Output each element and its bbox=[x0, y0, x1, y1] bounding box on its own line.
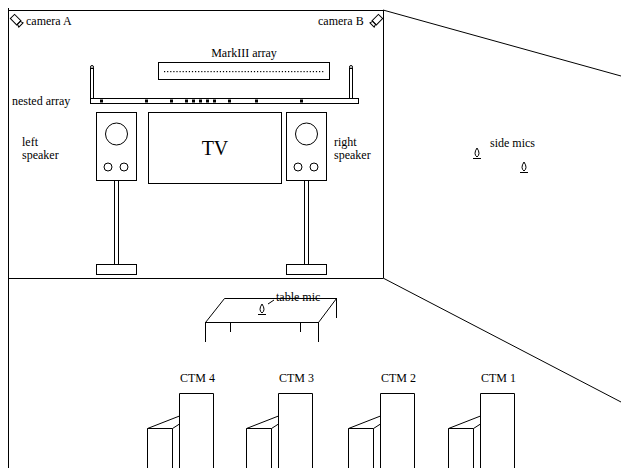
mic-dot bbox=[189, 71, 190, 72]
mic-dot bbox=[186, 71, 187, 72]
mic-dot bbox=[273, 71, 274, 72]
tv-label: TV bbox=[149, 137, 281, 159]
mic-dot bbox=[176, 71, 177, 72]
mic-dot bbox=[198, 71, 199, 72]
mic-dot bbox=[279, 71, 280, 72]
mic-dot bbox=[238, 71, 239, 72]
mic-label: table mic bbox=[276, 291, 320, 304]
mic-dot bbox=[204, 71, 205, 72]
mic-dot bbox=[297, 71, 298, 72]
mic-dot bbox=[300, 100, 303, 103]
mic-dot bbox=[254, 71, 255, 72]
mic-dot bbox=[173, 71, 174, 72]
speaker-label: right speaker bbox=[334, 136, 384, 162]
chair bbox=[247, 394, 313, 468]
chair bbox=[449, 394, 515, 468]
mic-dot bbox=[206, 100, 209, 103]
array-box: MarkIII array bbox=[158, 62, 330, 80]
mic-dot bbox=[294, 71, 295, 72]
mic-dot bbox=[263, 71, 264, 72]
mic-dot bbox=[185, 100, 188, 103]
mic-dot bbox=[192, 71, 193, 72]
mic-dot bbox=[229, 71, 230, 72]
mic-dot bbox=[255, 100, 258, 103]
mic-dot bbox=[201, 71, 202, 72]
mic-dot bbox=[183, 71, 184, 72]
mic-label: side mics bbox=[490, 137, 535, 150]
mic-dot bbox=[248, 71, 249, 72]
mic-dot bbox=[266, 71, 267, 72]
mic-dot bbox=[316, 71, 317, 72]
mic-dot bbox=[235, 71, 236, 72]
mic-dot bbox=[285, 71, 286, 72]
mic-dot bbox=[217, 71, 218, 72]
mic-dot bbox=[220, 71, 221, 72]
mic-dot bbox=[319, 71, 320, 72]
mic-dot bbox=[304, 71, 305, 72]
mic-dot bbox=[180, 71, 181, 72]
mic-dot bbox=[307, 71, 308, 72]
mic-dot bbox=[226, 71, 227, 72]
mic-dot bbox=[322, 71, 323, 72]
mic-dot bbox=[207, 71, 208, 72]
seat-label: CTM 1 bbox=[481, 372, 516, 385]
mic-dot bbox=[192, 100, 195, 103]
mic-dot bbox=[211, 71, 212, 72]
mic-dot bbox=[245, 71, 246, 72]
mic-dot bbox=[170, 71, 171, 72]
mic-dot bbox=[257, 71, 258, 72]
chair bbox=[349, 394, 415, 468]
mic-dot bbox=[145, 100, 148, 103]
mic-dot bbox=[251, 71, 252, 72]
mic-dot bbox=[260, 71, 261, 72]
mic-dot bbox=[288, 71, 289, 72]
mic-dot bbox=[232, 71, 233, 72]
mic-dot bbox=[269, 71, 270, 72]
mic-dot bbox=[310, 71, 311, 72]
mic-dot bbox=[276, 71, 277, 72]
mic-dot bbox=[100, 100, 103, 103]
seat-label: CTM 4 bbox=[180, 372, 215, 385]
mic-dot bbox=[167, 71, 168, 72]
mic-dot bbox=[214, 71, 215, 72]
mic-dot bbox=[199, 100, 202, 103]
array-label: MarkIII array bbox=[159, 46, 329, 60]
camera-label: camera B bbox=[318, 15, 364, 28]
mic-dot bbox=[242, 71, 243, 72]
mic-dot bbox=[282, 71, 283, 72]
camera-label: camera A bbox=[26, 15, 72, 28]
mic-dot bbox=[300, 71, 301, 72]
seat-label: CTM 2 bbox=[381, 372, 416, 385]
chair bbox=[148, 394, 214, 468]
mic-dot bbox=[223, 71, 224, 72]
mic-dot bbox=[164, 71, 165, 72]
mic-dot bbox=[213, 100, 216, 103]
seat-label: CTM 3 bbox=[279, 372, 314, 385]
tv-box: TV bbox=[148, 112, 282, 184]
mic-dot bbox=[228, 100, 231, 103]
mic-dot bbox=[291, 71, 292, 72]
array-label: nested array bbox=[12, 95, 70, 108]
mic-dot bbox=[313, 71, 314, 72]
mic-dot bbox=[195, 71, 196, 72]
mic-dot bbox=[170, 100, 173, 103]
speaker-label: left speaker bbox=[22, 136, 68, 162]
